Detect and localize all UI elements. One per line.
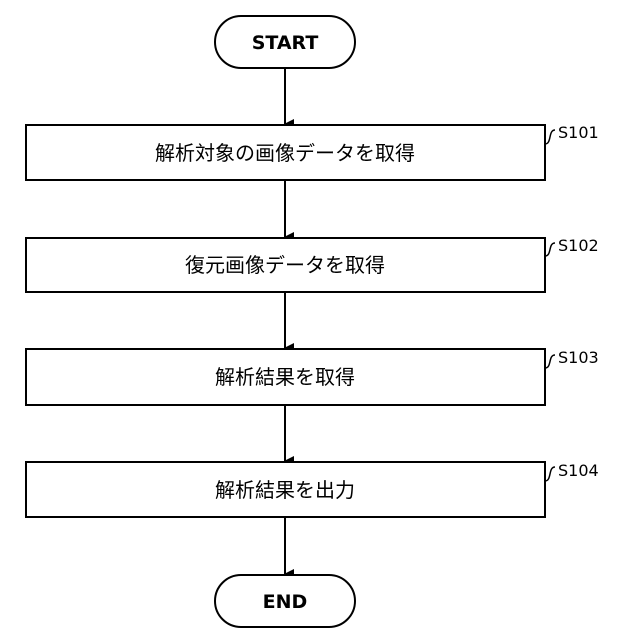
end-terminal: END — [215, 575, 355, 627]
step-ref-leader-s103 — [545, 355, 555, 368]
step-label-s103: 解析結果を取得 — [215, 365, 355, 389]
process-step-s102: 復元画像データを取得 S102 — [26, 236, 599, 292]
step-ref-s102: S102 — [558, 236, 599, 255]
step-ref-leader-s102 — [545, 243, 555, 256]
end-label: END — [263, 591, 308, 613]
start-label: START — [252, 32, 319, 54]
process-step-s104: 解析結果を出力 S104 — [26, 461, 599, 517]
step-ref-s104: S104 — [558, 461, 599, 480]
step-ref-leader-s101 — [545, 130, 555, 144]
process-step-s101: 解析対象の画像データを取得 S101 — [26, 123, 599, 180]
step-ref-s101: S101 — [558, 123, 599, 142]
process-step-s103: 解析結果を取得 S103 — [26, 348, 599, 405]
step-ref-leader-s104 — [545, 467, 555, 481]
start-terminal: START — [215, 16, 355, 68]
step-label-s102: 復元画像データを取得 — [185, 253, 385, 277]
step-label-s101: 解析対象の画像データを取得 — [155, 141, 415, 165]
step-ref-s103: S103 — [558, 348, 599, 367]
step-label-s104: 解析結果を出力 — [215, 478, 355, 502]
